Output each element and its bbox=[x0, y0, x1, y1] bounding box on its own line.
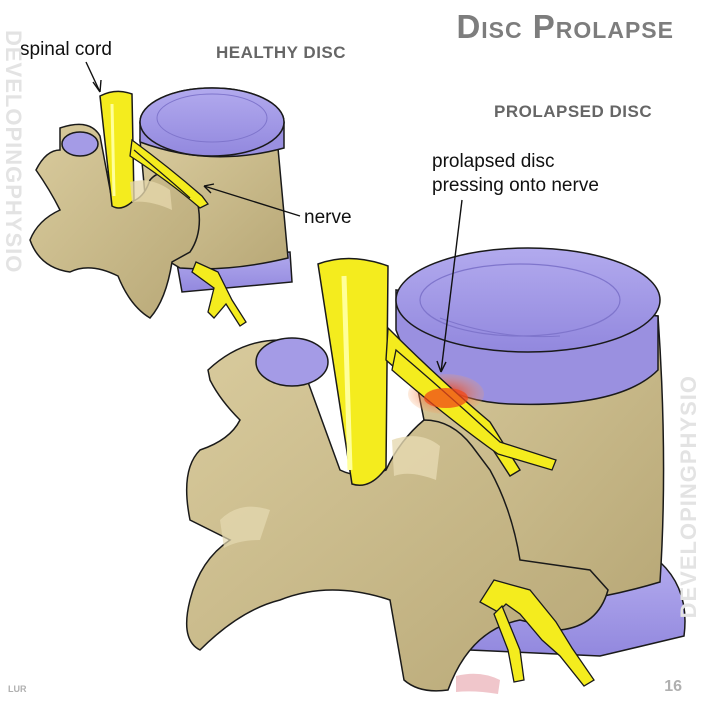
prolapse-leader bbox=[440, 199, 463, 373]
healthy-disc-heading: HEALTHY DISC bbox=[216, 43, 347, 62]
spinal-cord-label: spinal cord bbox=[20, 39, 112, 60]
prolapsed-spinal-cord bbox=[317, 257, 389, 486]
prolapsed-disc-label-line1: prolapsed disc bbox=[432, 151, 555, 172]
nerve-compression-highlight bbox=[424, 388, 468, 408]
page-title: Disc Prolapse bbox=[456, 8, 674, 45]
page-number: 16 bbox=[664, 678, 682, 695]
nerve-label: nerve bbox=[304, 207, 352, 228]
spinal-cord-leader bbox=[85, 61, 101, 93]
prolapsed-disc-label-line2: pressing onto nerve bbox=[432, 175, 599, 196]
artist-signature: LUR bbox=[8, 684, 27, 694]
nerve-leader bbox=[203, 185, 301, 217]
watermark-left: DEVELOPINGPHYSIO bbox=[1, 30, 26, 274]
watermark-right: DEVELOPINGPHYSIO bbox=[676, 375, 701, 619]
leader-lines bbox=[85, 61, 463, 373]
prolapsed-vertebra bbox=[185, 247, 686, 694]
healthy-nerve-root bbox=[129, 138, 209, 209]
healthy-vertebra bbox=[29, 87, 293, 327]
prolapsed-disc-label: prolapsed disc pressing onto nerve bbox=[432, 150, 599, 198]
prolapsed-disc-heading: PROLAPSED DISC bbox=[494, 102, 653, 121]
healthy-lower-nerve bbox=[191, 261, 247, 327]
